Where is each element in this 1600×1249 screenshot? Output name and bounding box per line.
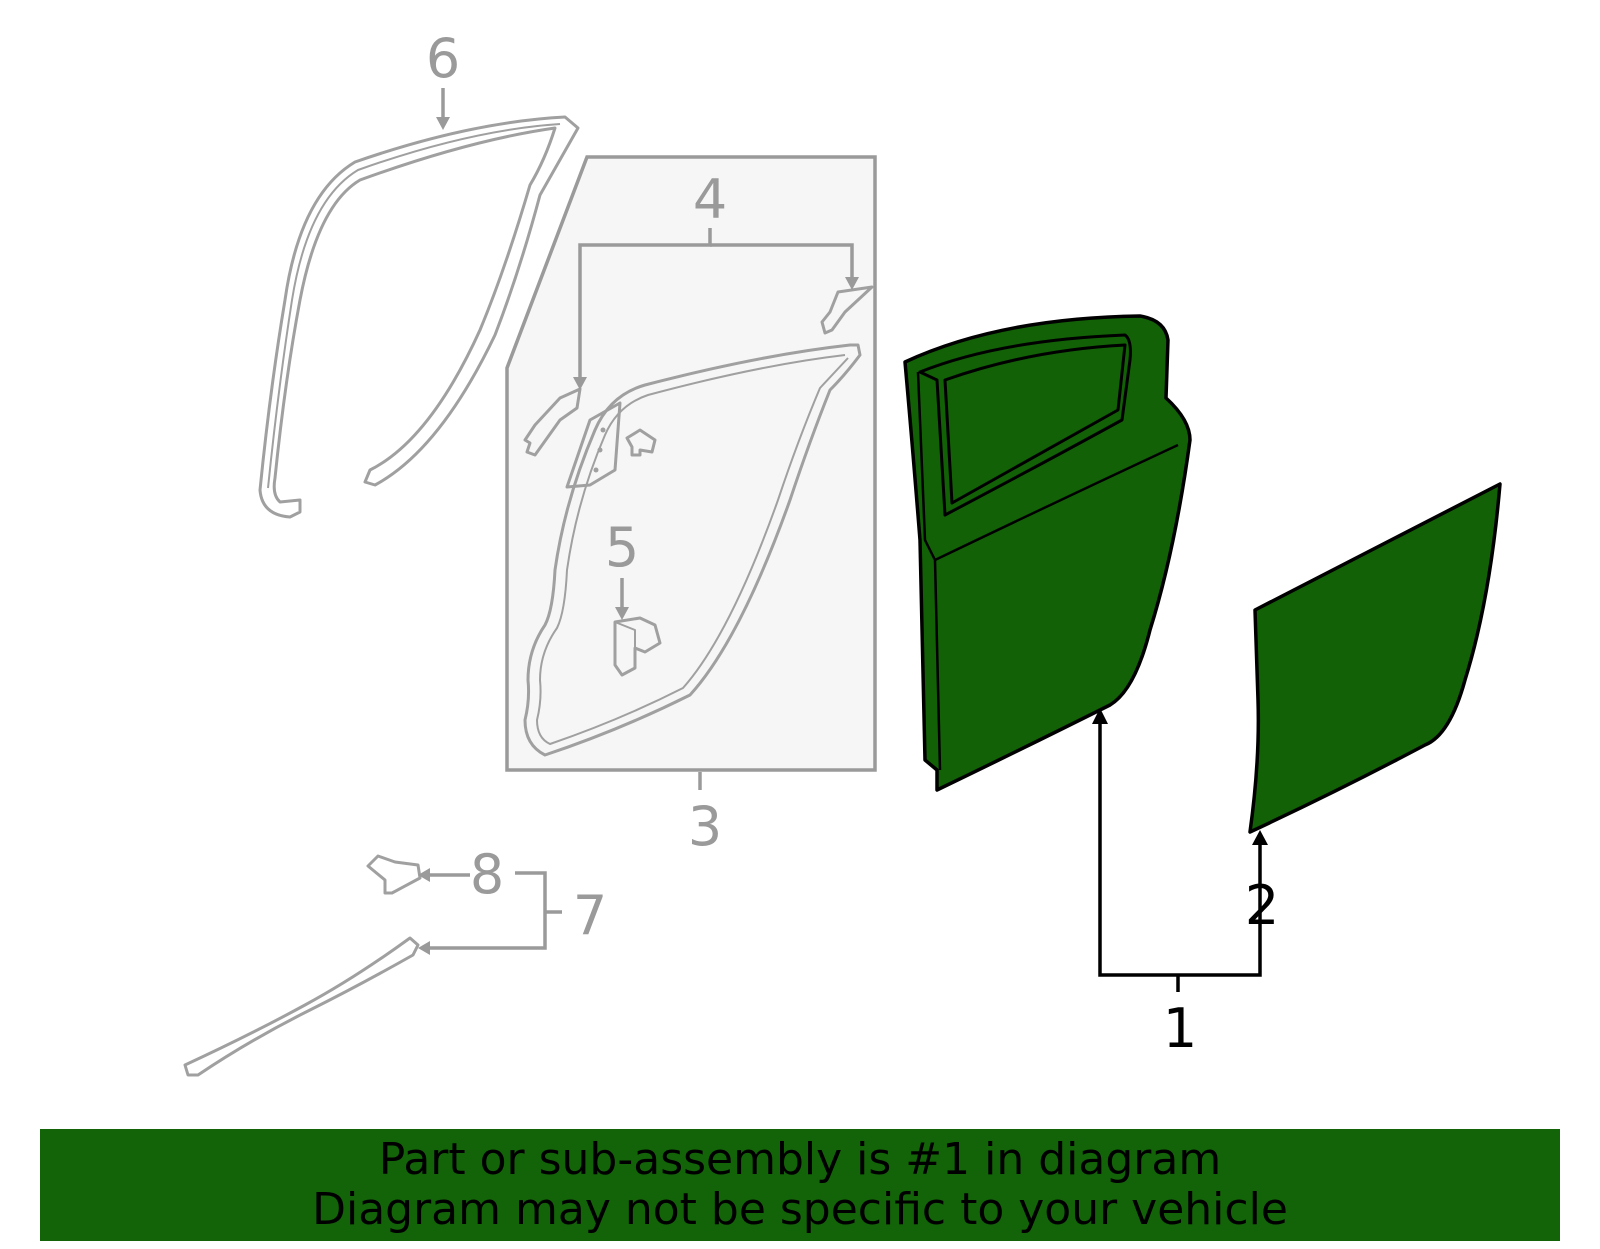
part-2-outer-panel[interactable]	[1248, 482, 1502, 834]
callout-4: 4	[693, 168, 727, 231]
leader-7-8	[418, 868, 562, 955]
part-8-clip[interactable]	[366, 854, 422, 895]
part-5-retainer[interactable]	[613, 616, 662, 677]
callout-7: 7	[573, 884, 607, 947]
callout-3: 3	[688, 795, 722, 858]
disclaimer-line-1: Part or sub-assembly is #1 in diagram	[378, 1134, 1222, 1185]
callout-6: 6	[426, 27, 460, 90]
callout-2: 2	[1245, 874, 1279, 937]
part-1-rear-door-shell[interactable]	[903, 314, 1192, 792]
clip-fastener[interactable]	[625, 428, 657, 457]
callout-1: 1	[1163, 997, 1197, 1060]
disclaimer-banner: Part or sub-assembly is #1 in diagram Di…	[40, 1129, 1560, 1241]
part-4-right-trim[interactable]	[820, 285, 874, 335]
leader-6	[436, 88, 450, 130]
callout-5: 5	[605, 516, 639, 579]
leader-4	[573, 228, 859, 390]
part-6-weatherstrip[interactable]	[258, 115, 580, 519]
leader-1-2	[1092, 708, 1268, 992]
part-7-molding[interactable]	[183, 936, 420, 1077]
leader-5	[615, 578, 629, 620]
disclaimer-line-2: Diagram may not be specific to your vehi…	[312, 1184, 1288, 1235]
assembly-3-box	[505, 155, 877, 772]
parts-diagram: 6 4 5 3 8 7 2 1	[183, 27, 1502, 1077]
part-3-door-weatherstrip[interactable]	[523, 343, 862, 757]
part-4-left-trim[interactable]	[523, 387, 582, 457]
callout-8: 8	[470, 843, 504, 906]
